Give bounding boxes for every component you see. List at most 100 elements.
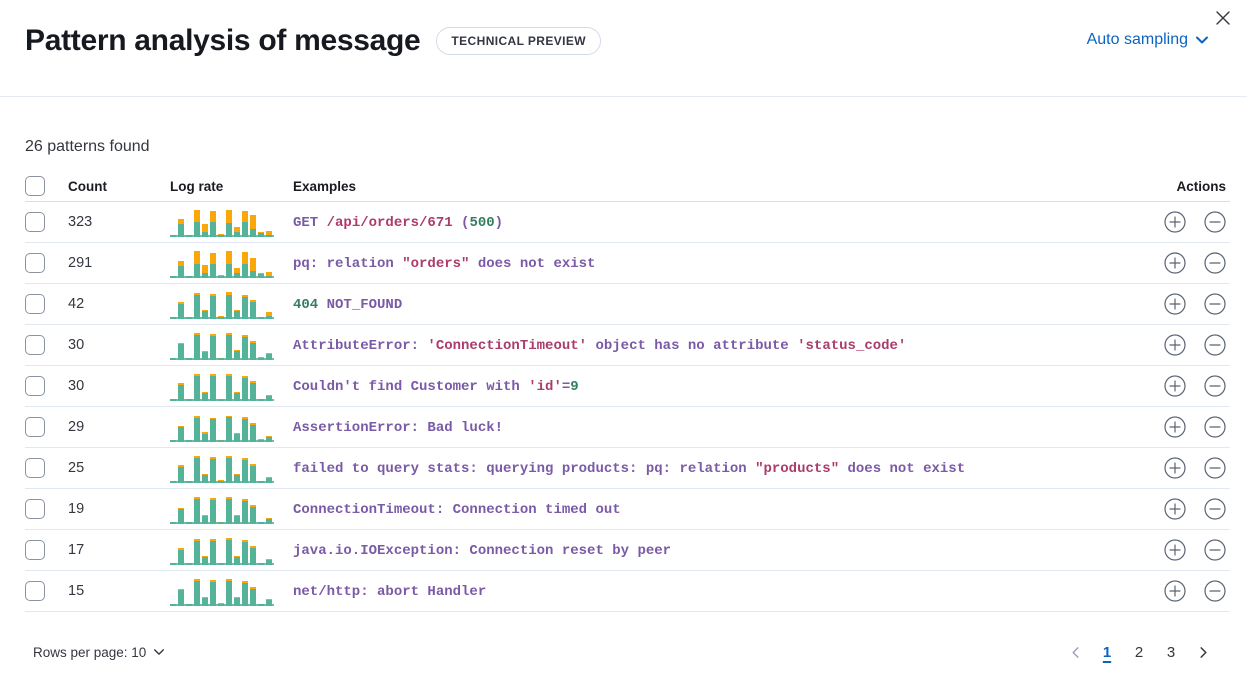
sparkline-bar [226,579,232,606]
include-pattern-button[interactable] [1164,498,1186,520]
sparkline-bar [178,383,184,401]
sparkline-bar [186,235,192,237]
row-checkbox[interactable] [25,417,45,437]
sampling-dropdown[interactable]: Auto sampling [1087,31,1209,49]
sparkline-bar [202,224,208,237]
include-pattern-button[interactable] [1164,293,1186,315]
minus-circle-icon [1204,498,1226,520]
rows-per-page-dropdown[interactable]: Rows per page: 10 [25,645,165,660]
table-header-row: Count Log rate Examples Actions [25,171,1230,202]
include-pattern-button[interactable] [1164,375,1186,397]
row-example: GET /api/orders/671 (500) [293,215,504,231]
row-checkbox[interactable] [25,253,45,273]
include-pattern-button[interactable] [1164,580,1186,602]
sparkline-bar [202,474,208,483]
minus-circle-icon [1204,211,1226,233]
sparkline-bar [226,251,232,278]
row-example: AssertionError: Bad luck! [293,420,504,436]
row-checkbox[interactable] [25,581,45,601]
sparkline-bar [258,232,264,237]
include-pattern-button[interactable] [1164,211,1186,233]
log-rate-sparkline [170,289,274,319]
plus-circle-icon [1164,457,1186,479]
exclude-pattern-button[interactable] [1204,375,1226,397]
sparkline-bar [226,333,232,360]
sparkline-bar [218,399,224,401]
row-checkbox[interactable] [25,294,45,314]
plus-circle-icon [1164,293,1186,315]
row-count: 30 [68,337,85,353]
row-example: AttributeError: 'ConnectionTimeout' obje… [293,338,907,354]
sparkline-bar [178,219,184,237]
sparkline-bar [218,522,224,524]
include-pattern-button[interactable] [1164,416,1186,438]
table-row: 323 GET /api/orders/671 (500) [25,202,1230,243]
page-3-button[interactable]: 3 [1158,639,1184,665]
log-rate-sparkline [170,576,274,606]
exclude-pattern-button[interactable] [1204,539,1226,561]
include-pattern-button[interactable] [1164,457,1186,479]
exclude-pattern-button[interactable] [1204,334,1226,356]
sparkline-bar [210,334,216,360]
sparkline-bar [170,522,176,524]
sparkline-bar [202,597,208,606]
sparkline-bar [186,440,192,442]
sparkline-bar [266,436,272,442]
sparkline-bar [258,439,264,442]
row-count: 29 [68,419,85,435]
sparkline-bar [210,253,216,278]
exclude-pattern-button[interactable] [1204,293,1226,315]
sparkline-bar [194,416,200,442]
row-count: 291 [68,255,93,271]
log-rate-sparkline [170,207,274,237]
sparkline-bar [258,481,264,483]
exclude-pattern-button[interactable] [1204,580,1226,602]
row-checkbox[interactable] [25,335,45,355]
close-icon[interactable] [1209,4,1237,32]
sparkline-bar [210,294,216,319]
exclude-pattern-button[interactable] [1204,498,1226,520]
exclude-pattern-button[interactable] [1204,416,1226,438]
page-1-button[interactable]: 1 [1094,639,1120,665]
row-checkbox[interactable] [25,499,45,519]
row-count: 30 [68,378,85,394]
row-count: 15 [68,583,85,599]
exclude-pattern-button[interactable] [1204,457,1226,479]
prev-page-button[interactable] [1062,639,1088,665]
sparkline-bar [218,316,224,319]
include-pattern-button[interactable] [1164,539,1186,561]
sparkline-bar [250,587,256,606]
sparkline-bar [218,563,224,565]
select-all-checkbox[interactable] [25,176,45,196]
sparkline-bar [266,272,272,278]
sparkline-bar [242,499,248,524]
sparkline-bar [178,343,184,360]
row-checkbox[interactable] [25,376,45,396]
sparkline-bar [226,374,232,401]
sparkline-bar [234,310,240,319]
flyout-header: Pattern analysis of message TECHNICAL PR… [0,0,1247,97]
page-2-button[interactable]: 2 [1126,639,1152,665]
sparkline-bar [202,556,208,565]
plus-circle-icon [1164,416,1186,438]
sparkline-bar [194,539,200,565]
exclude-pattern-button[interactable] [1204,252,1226,274]
row-checkbox[interactable] [25,540,45,560]
sparkline-bar [194,333,200,360]
row-checkbox[interactable] [25,458,45,478]
sparkline-bar [186,317,192,319]
sparkline-bar [218,358,224,360]
row-checkbox[interactable] [25,212,45,232]
include-pattern-button[interactable] [1164,252,1186,274]
sparkline-bar [202,265,208,278]
include-pattern-button[interactable] [1164,334,1186,356]
row-count: 323 [68,214,93,230]
sparkline-bar [210,374,216,401]
exclude-pattern-button[interactable] [1204,211,1226,233]
sparkline-bar [266,231,272,237]
sparkline-bar [226,416,232,442]
next-page-button[interactable] [1190,639,1216,665]
page-title: Pattern analysis of message [25,24,421,57]
